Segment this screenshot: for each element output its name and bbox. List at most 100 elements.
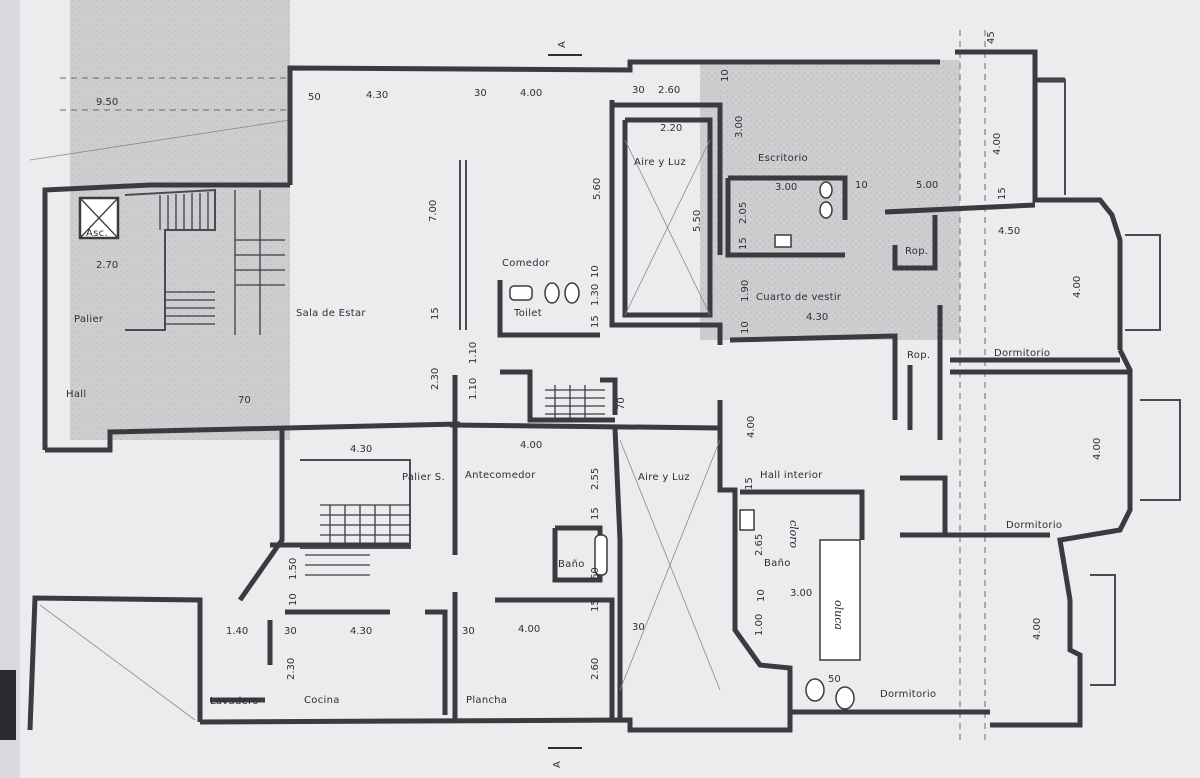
dim-255: 2.55	[590, 468, 601, 490]
label-dormitorio-2: Dormitorio	[1006, 520, 1062, 531]
dim-45: 45	[986, 31, 997, 44]
dim-15a: 15	[997, 187, 1008, 200]
label-sala-estar: Sala de Estar	[296, 308, 366, 319]
dim-560: 5.60	[592, 178, 603, 200]
label-dormitorio-3: Dormitorio	[880, 689, 936, 700]
dim-130: 1.30	[590, 284, 601, 306]
dim-110b: 1.10	[468, 378, 479, 400]
dim-430b: 4.30	[806, 312, 828, 323]
room-labels: Asc. Palier Hall Sala de Estar Comedor T…	[66, 153, 1062, 707]
dim-10d: 10	[740, 321, 751, 334]
dim-220: 2.20	[660, 123, 682, 134]
dim-150: 1.50	[288, 558, 299, 580]
label-rop-2: Rop.	[907, 350, 930, 361]
dim-50b: 50	[828, 674, 841, 685]
dim-140: 1.40	[226, 626, 248, 637]
dim-30c: 30	[284, 626, 297, 637]
dim-430a: 4.30	[366, 90, 388, 101]
dark-corner	[0, 670, 16, 740]
label-cocina: Cocina	[304, 695, 340, 706]
section-mark-top: A	[557, 41, 568, 48]
dim-asc270: 2.70	[96, 260, 118, 271]
label-escritorio: Escritorio	[758, 153, 808, 164]
handwritten-note-b: oluca	[832, 600, 845, 630]
label-palier: Palier	[74, 314, 104, 325]
outer-walls	[27, 49, 1133, 733]
dim-265: 2.65	[754, 534, 765, 556]
dim-260a: 2.60	[658, 85, 680, 96]
stair-main	[78, 188, 285, 335]
stair-small	[545, 385, 605, 418]
label-dormitorio-1: Dormitorio	[994, 348, 1050, 359]
dim-30d: 30	[462, 626, 475, 637]
dim-400h: 4.00	[1032, 618, 1043, 640]
dim-300c: 3.00	[790, 588, 812, 599]
dim-430d: 4.30	[350, 626, 372, 637]
label-cuarto-vestir: Cuarto de vestir	[756, 292, 842, 303]
dim-400a: 4.00	[520, 88, 542, 99]
dim-30b: 30	[632, 85, 645, 96]
dim-550: 5.50	[692, 210, 703, 232]
dim-30a: 30	[474, 88, 487, 99]
dim-15h: 15	[590, 599, 601, 612]
label-aire-luz-2: Aire y Luz	[638, 472, 690, 483]
dim-205: 2.05	[738, 202, 749, 224]
dim-10f: 10	[756, 589, 767, 602]
interior-walls	[210, 100, 1130, 720]
dim-400c: 4.00	[1072, 276, 1083, 298]
label-antecomedor: Antecomedor	[465, 470, 536, 481]
label-plancha: Plancha	[466, 695, 507, 706]
dim-15b: 15	[738, 237, 749, 250]
dim-230b: 2.30	[286, 658, 297, 680]
dim-70a: 70	[238, 395, 251, 406]
handwritten-note-a: cloro	[787, 520, 800, 549]
dim-700: 7.00	[428, 200, 439, 222]
label-aire-luz-1: Aire y Luz	[634, 157, 686, 168]
dim-10b: 10	[855, 180, 868, 191]
dim-950: 9.50	[96, 97, 118, 108]
dim-30e: 30	[632, 622, 645, 633]
label-bano-1: Baño	[558, 559, 585, 570]
dimension-labels: 9.50 50 4.30 30 4.00 30 2.60 10 45 2.20 …	[96, 31, 1103, 685]
dim-60: 60	[590, 567, 601, 580]
window-bays	[1040, 79, 1181, 686]
dim-300b: 3.00	[775, 182, 797, 193]
bathroom-fixtures	[509, 181, 861, 710]
dim-10e: 10	[288, 593, 299, 606]
label-hall: Hall	[66, 389, 86, 400]
dim-430c: 4.30	[350, 444, 372, 455]
dim-110a: 1.10	[468, 342, 479, 364]
dim-500: 5.00	[916, 180, 938, 191]
handwritten-notes: cloro oluca	[787, 520, 845, 630]
dim-15e: 15	[744, 477, 755, 490]
dim-15d: 15	[430, 307, 441, 320]
label-lavadero: Lavadero	[210, 696, 259, 707]
label-toilet: Toilet	[513, 308, 542, 319]
dim-100: 1.00	[754, 614, 765, 636]
dim-50: 50	[308, 92, 321, 103]
dim-15c: 15	[590, 315, 601, 328]
dim-15f: 15	[590, 507, 601, 520]
dim-260b: 2.60	[590, 658, 601, 680]
label-asc: Asc.	[86, 228, 108, 239]
dim-400g: 4.00	[518, 624, 540, 635]
label-rop-1: Rop.	[905, 246, 928, 257]
dim-450: 4.50	[998, 226, 1020, 237]
dim-190: 1.90	[740, 280, 751, 302]
light-well-markers	[39, 139, 721, 721]
dim-70b: 70	[616, 397, 627, 410]
dim-400b: 4.00	[992, 133, 1003, 155]
section-mark-bottom: A	[552, 761, 563, 768]
reference-lines	[29, 30, 986, 740]
label-comedor: Comedor	[502, 258, 550, 269]
label-bano-2: Baño	[764, 558, 791, 569]
dim-300a: 3.00	[734, 116, 745, 138]
dim-400f: 4.00	[520, 440, 542, 451]
label-palier-s: Palier S.	[402, 472, 445, 483]
dim-230a: 2.30	[430, 368, 441, 390]
stain-areas	[70, 0, 960, 440]
stair-service	[300, 459, 411, 576]
dim-400d: 4.00	[746, 416, 757, 438]
